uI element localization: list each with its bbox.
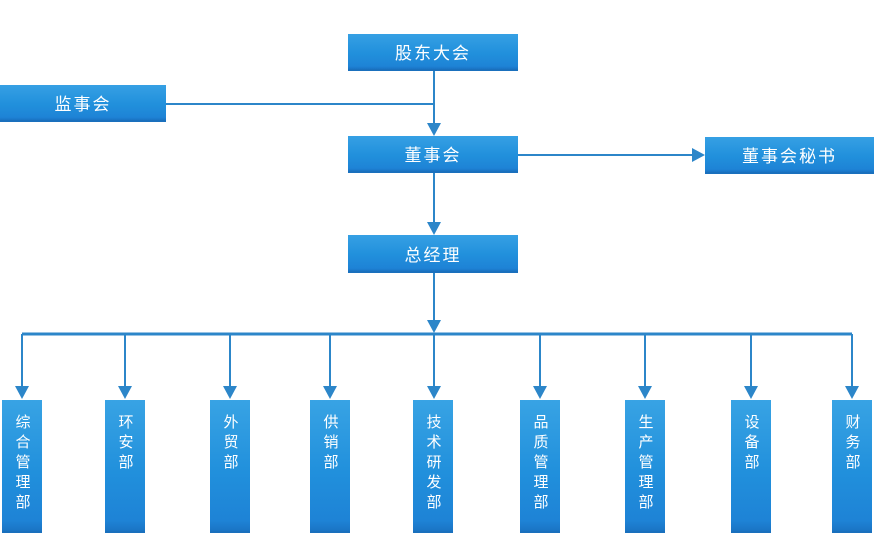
node-dept-comprehensive-management: 综合管理部 [2,400,42,533]
node-general-manager: 总经理 [348,235,518,273]
node-shareholders-meeting-label: 股东大会 [395,44,471,63]
node-dept-environment-safety: 环安部 [105,400,145,533]
node-dept-environment-safety-label: 环安部 [116,414,134,474]
node-shareholders-meeting: 股东大会 [348,34,518,71]
node-general-manager-label: 总经理 [404,245,462,265]
node-dept-finance: 财务部 [832,400,872,533]
node-board-secretary: 董事会秘书 [705,137,874,174]
node-board-secretary-label: 董事会秘书 [742,147,837,166]
node-dept-foreign-trade: 外贸部 [210,400,250,533]
node-board-of-directors-label: 董事会 [404,146,462,165]
node-dept-quality-management: 品质管理部 [520,400,560,533]
node-supervisory-board-label: 监事会 [54,95,112,114]
node-dept-comprehensive-management-label: 综合管理部 [13,414,31,514]
node-dept-tech-rnd: 技术研发部 [413,400,453,533]
node-dept-equipment-label: 设备部 [742,414,760,474]
node-dept-production-management-label: 生产管理部 [636,414,654,514]
node-dept-production-management: 生产管理部 [625,400,665,533]
node-dept-supply-sales: 供销部 [310,400,350,533]
node-supervisory-board: 监事会 [0,85,166,122]
node-dept-tech-rnd-label: 技术研发部 [424,414,442,514]
node-dept-quality-management-label: 品质管理部 [531,414,549,514]
node-dept-foreign-trade-label: 外贸部 [221,414,239,474]
node-dept-supply-sales-label: 供销部 [321,414,339,474]
node-dept-equipment: 设备部 [731,400,771,533]
node-dept-finance-label: 财务部 [843,414,861,474]
node-board-of-directors: 董事会 [348,136,518,173]
